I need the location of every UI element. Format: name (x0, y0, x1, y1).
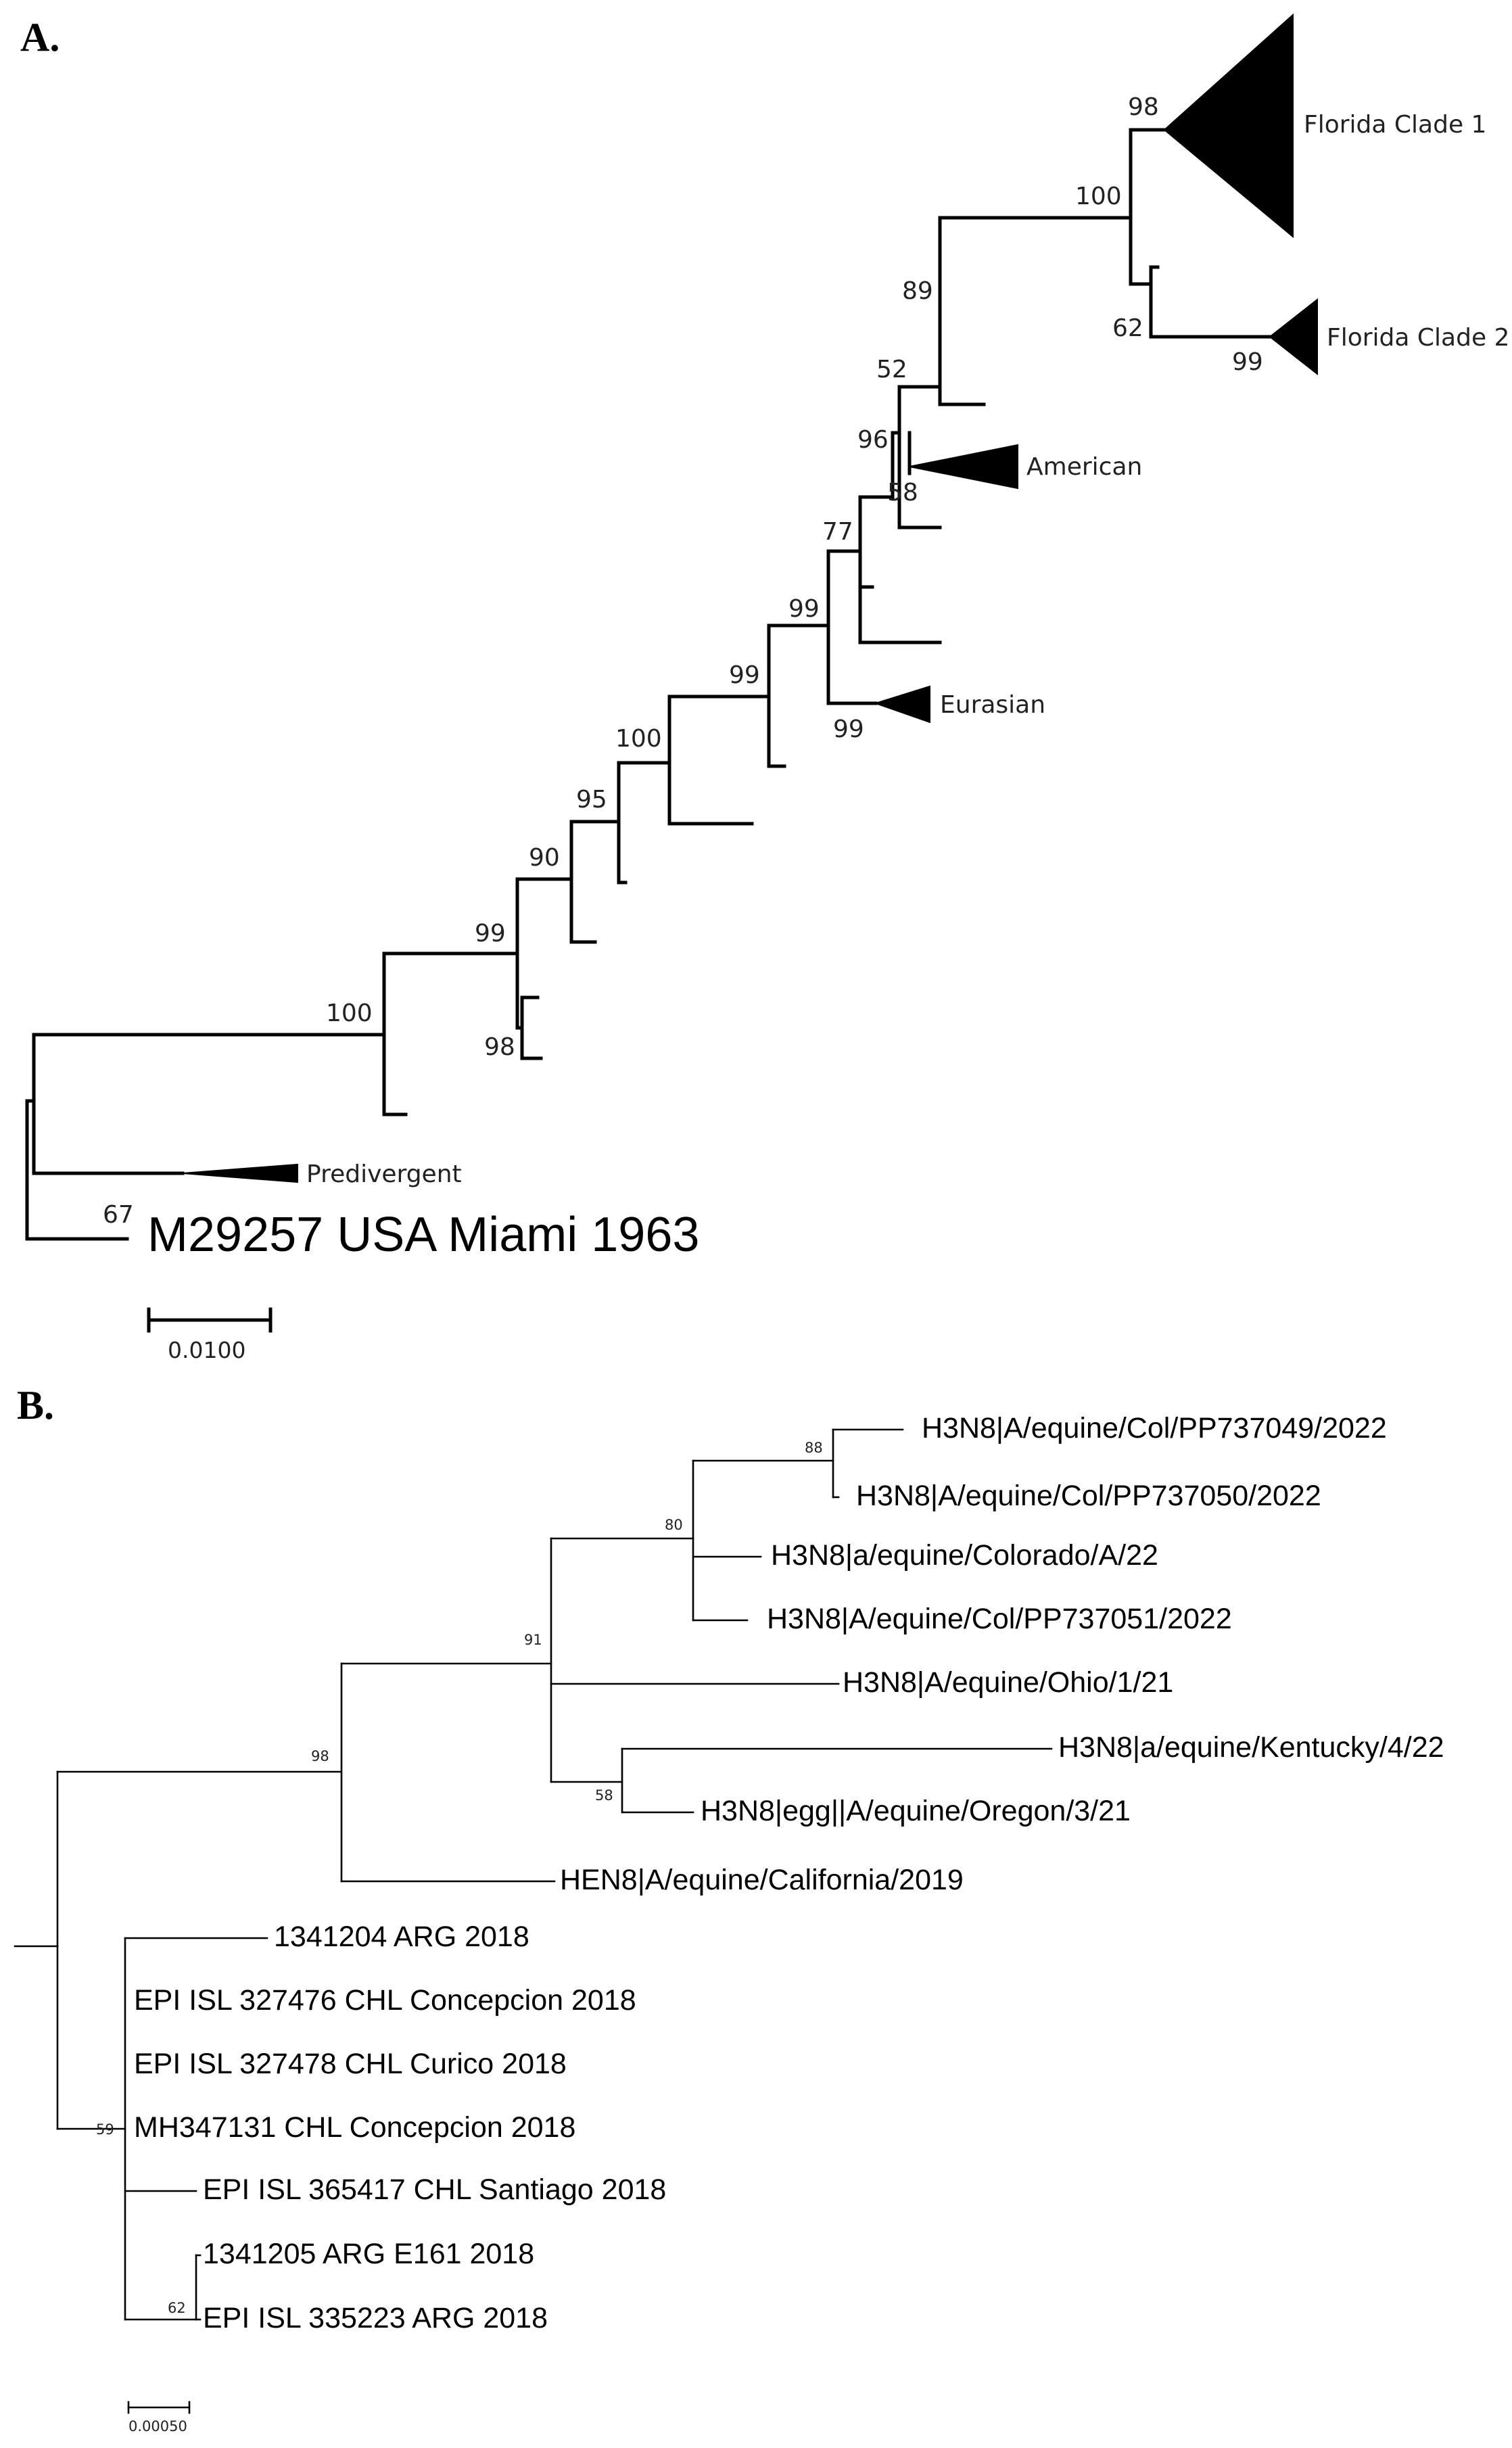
bootstrap-value: 99 (1232, 348, 1263, 376)
panel-b-label: B. (17, 1383, 54, 1428)
panel-a-label: A. (20, 15, 60, 60)
florida-clade-2-label: Florida Clade 2 (1327, 324, 1509, 352)
panel-b-scale-label: 0.00050 (128, 2418, 187, 2434)
panel-b-tree (14, 1428, 1053, 2321)
taxon-label: EPI ISL 327478 CHL Curico 2018 (134, 2048, 567, 2080)
taxon-label: 1341204 ARG 2018 (274, 1921, 529, 1953)
bootstrap-value: 77 (822, 518, 853, 546)
panel-a-scale-label: 0.0100 (168, 1337, 245, 1363)
taxon-label: EPI ISL 365417 CHL Santiago 2018 (203, 2173, 666, 2206)
bootstrap-value: 100 (1075, 183, 1122, 210)
bootstrap-value: 62 (168, 2300, 186, 2316)
bootstrap-value: 100 (326, 999, 373, 1027)
bootstrap-value: 89 (902, 277, 933, 305)
panel-a-bootstrap-values: 98 100 62 99 89 52 96 58 77 99 99 99 100… (103, 93, 1263, 1229)
predivergent-clade-triangle (182, 1163, 298, 1183)
bootstrap-value: 80 (665, 1517, 683, 1533)
bootstrap-value: 91 (524, 1632, 542, 1648)
eurasian-clade-triangle (873, 685, 930, 724)
bootstrap-value: 95 (576, 786, 607, 814)
bootstrap-value: 52 (876, 356, 907, 383)
bootstrap-value: 100 (615, 725, 662, 753)
root-taxon-label: M29257 USA Miami 1963 (147, 1208, 699, 1262)
taxon-label: EPI ISL 335223 ARG 2018 (203, 2302, 548, 2334)
american-clade-triangle (909, 444, 1018, 490)
bootstrap-value: 98 (1128, 93, 1159, 121)
florida-clade-1-label: Florida Clade 1 (1304, 111, 1486, 139)
bootstrap-value: 58 (595, 1787, 613, 1804)
bootstrap-value: 99 (729, 661, 760, 689)
eurasian-clade-label: Eurasian (940, 691, 1045, 719)
panel-b-taxa: H3N8|A/equine/Col/PP737049/2022 H3N8|A/e… (134, 1412, 1444, 2334)
predivergent-clade-label: Predivergent (306, 1160, 462, 1188)
taxon-label: H3N8|egg||A/equine/Oregon/3/21 (701, 1795, 1131, 1827)
taxon-label: H3N8|A/equine/Col/PP737049/2022 (922, 1412, 1387, 1444)
bootstrap-value: 98 (311, 1748, 329, 1764)
taxon-label: H3N8|a/equine/Kentucky/4/22 (1058, 1731, 1444, 1764)
bootstrap-value: 90 (529, 844, 560, 872)
taxon-label: 1341205 ARG E161 2018 (203, 2238, 534, 2270)
panel-b-scale-bar: 0.00050 (127, 2401, 191, 2434)
taxon-label: HEN8|A/equine/California/2019 (560, 1864, 964, 1896)
florida-clade-1-triangle (1163, 13, 1294, 239)
panel-a-scale-bar: 0.0100 (147, 1307, 273, 1363)
bootstrap-value: 67 (103, 1201, 134, 1229)
panel-b-bootstrap-values: 88 80 91 98 58 59 62 (96, 1440, 823, 2316)
taxon-label: H3N8|A/equine/Ohio/1/21 (843, 1666, 1173, 1699)
panel-a: A. (20, 13, 1509, 1363)
taxon-label: MH347131 CHL Concepcion 2018 (134, 2111, 575, 2144)
bootstrap-value: 99 (475, 920, 506, 947)
american-clade-label: American (1026, 453, 1142, 481)
taxon-label: EPI ISL 327476 CHL Concepcion 2018 (134, 1984, 636, 2017)
bootstrap-value: 99 (833, 715, 864, 743)
panel-a-tree (25, 128, 1272, 1241)
taxon-label: H3N8|A/equine/Col/PP737050/2022 (856, 1480, 1321, 1512)
bootstrap-value: 98 (484, 1033, 515, 1061)
bootstrap-value: 88 (805, 1440, 823, 1456)
bootstrap-value: 96 (857, 426, 889, 454)
bootstrap-value: 62 (1112, 314, 1143, 342)
bootstrap-value: 58 (887, 479, 918, 507)
florida-clade-2-triangle (1269, 298, 1318, 376)
taxon-label: H3N8|A/equine/Col/PP737051/2022 (767, 1603, 1232, 1635)
bootstrap-value: 59 (96, 2121, 114, 2138)
panel-b: B. (14, 1383, 1444, 2434)
taxon-label: H3N8|a/equine/Colorado/A/22 (771, 1539, 1158, 1572)
bootstrap-value: 99 (788, 595, 820, 623)
